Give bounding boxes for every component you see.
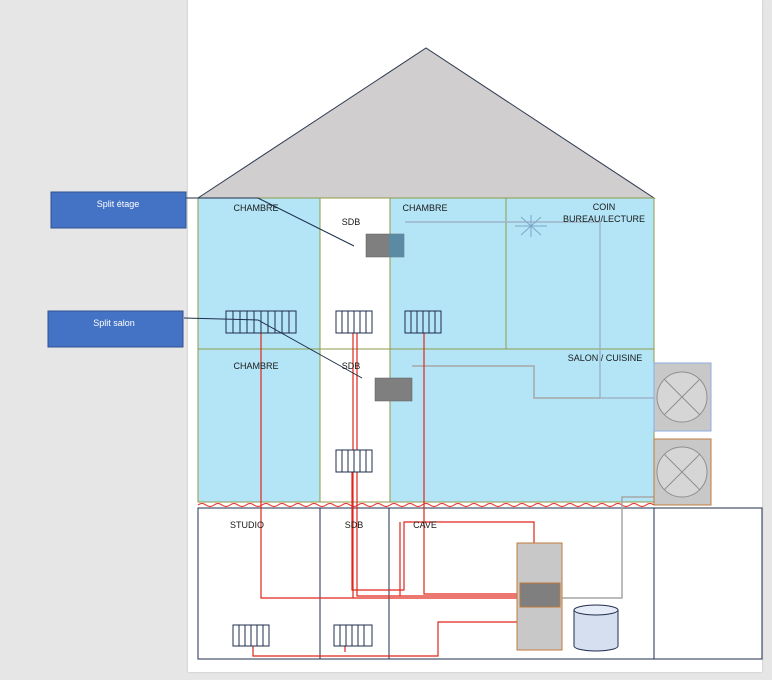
label-sdb-base: SDB <box>345 520 364 530</box>
outdoor-unit-bottom <box>653 438 712 506</box>
callout-box-split-etage <box>50 191 187 229</box>
boiler-control-panel <box>519 582 561 608</box>
split-unit-salon <box>374 377 413 402</box>
label-cave: CAVE <box>413 520 437 530</box>
duct-salon <box>412 365 600 399</box>
room-sdb-mid <box>319 348 391 503</box>
split-unit-etage-accent <box>389 234 404 257</box>
callout-leader-salon <box>183 317 363 379</box>
radiator-chambre-top-right <box>404 310 442 334</box>
label-salon-cuisine: SALON / CUISINE <box>568 353 643 363</box>
radiator-sdb-top <box>335 310 373 334</box>
radiator-studio <box>232 624 270 647</box>
radiator-sdb-mid <box>335 449 373 473</box>
roof <box>196 47 656 199</box>
label-chambre-mid: CHAMBRE <box>233 361 278 371</box>
room-salon-cuisine <box>389 348 655 503</box>
label-chambre-top-right: CHAMBRE <box>402 203 447 213</box>
basement-outline <box>197 507 763 660</box>
ceiling-fan-icon <box>515 215 547 237</box>
callout-split-salon: Split salon <box>93 318 135 328</box>
label-sdb-mid: SDB <box>342 361 361 371</box>
label-coin: COIN <box>593 202 616 212</box>
duct-etage <box>405 221 654 399</box>
floor-heating-line <box>197 503 655 507</box>
room-chambre-mid <box>197 348 321 503</box>
label-studio: STUDIO <box>230 520 264 530</box>
label-bureau-lecture: BUREAU/LECTURE <box>563 214 645 224</box>
duct-basement <box>562 496 654 599</box>
callout-leader-etage <box>186 197 355 247</box>
callout-box-split-salon <box>47 310 184 348</box>
callout-split-etage: Split étage <box>97 199 140 209</box>
water-tank <box>573 604 619 652</box>
label-sdb-top: SDB <box>342 217 361 227</box>
label-chambre-top-left: CHAMBRE <box>233 203 278 213</box>
radiator-sdb-base <box>333 624 373 647</box>
outdoor-unit-top <box>653 362 712 432</box>
